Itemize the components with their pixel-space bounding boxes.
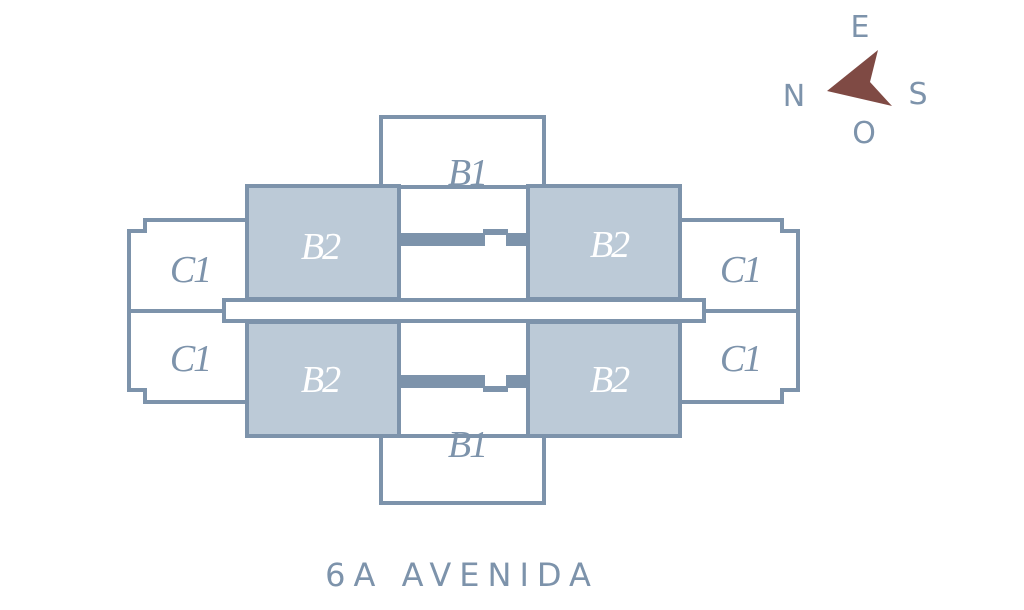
compass-west: O	[852, 116, 876, 151]
b2-bottom-left-label: B2	[301, 359, 341, 401]
b2-bottom-right-label: B2	[590, 359, 630, 401]
compass-arrow-icon	[827, 50, 892, 106]
b1-bottom-label: B1	[448, 424, 486, 466]
b2-top-right-unit	[526, 184, 682, 301]
right-c1-block	[680, 218, 800, 404]
b2-top-right-label: B2	[590, 224, 630, 266]
street-label: 6A AVENIDA	[325, 556, 599, 594]
central-corridor	[222, 298, 706, 323]
b2-bottom-left-unit	[245, 320, 401, 438]
compass: E N S O	[783, 10, 928, 151]
c1-bottom-left-label: C1	[170, 338, 210, 380]
c1-top-right-label: C1	[720, 249, 760, 291]
b1-top-label: B1	[448, 152, 486, 194]
c1-top-left-label: C1	[170, 249, 210, 291]
b2-bottom-right-unit	[526, 320, 682, 438]
b1-top-unit	[379, 115, 546, 189]
c1-bottom-right-label: C1	[720, 338, 760, 380]
b2-top-left-unit	[245, 184, 401, 301]
compass-south: S	[908, 77, 927, 112]
left-c1-block	[127, 218, 247, 404]
compass-north: N	[783, 79, 805, 114]
b2-top-left-label: B2	[301, 226, 341, 268]
b1-bottom-unit	[379, 434, 546, 505]
compass-east: E	[851, 10, 870, 45]
